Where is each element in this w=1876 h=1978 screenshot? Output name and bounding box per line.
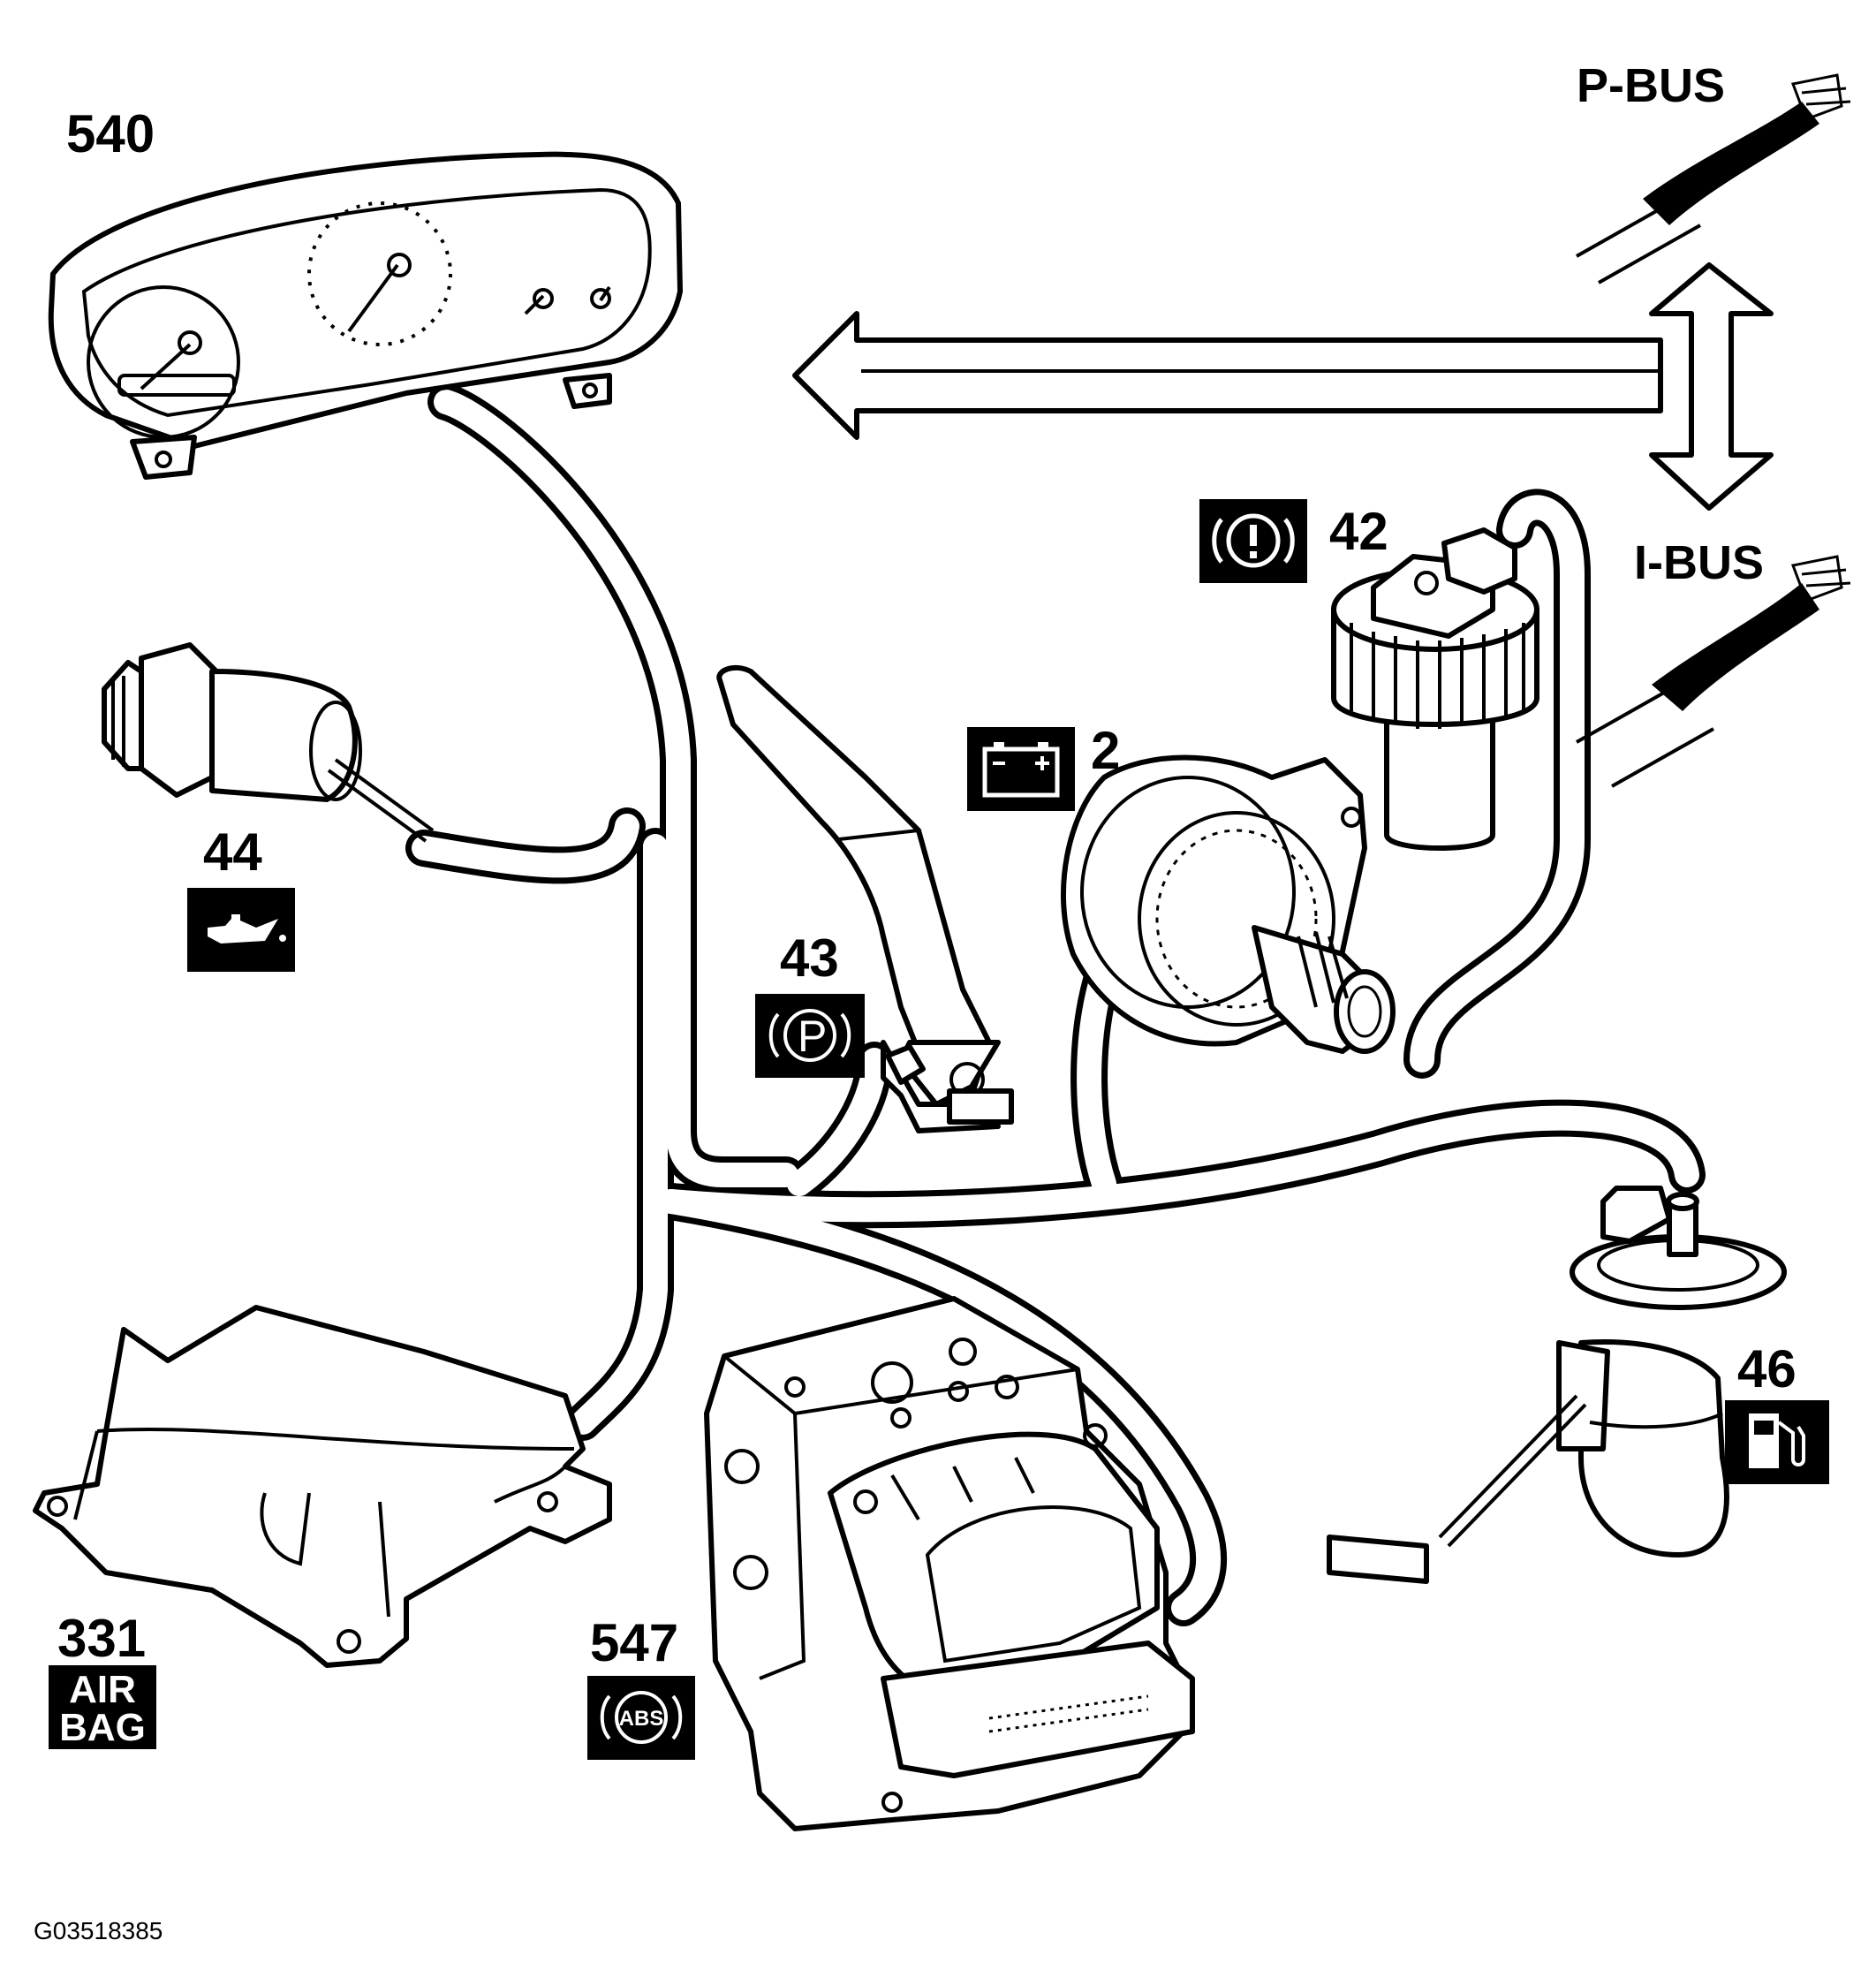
label-44: 44 bbox=[203, 822, 262, 882]
p-bus-label: P-BUS bbox=[1577, 59, 1725, 112]
label-42: 42 bbox=[1329, 502, 1388, 561]
oil-pressure-icon bbox=[187, 888, 295, 972]
p-bus-connector bbox=[1576, 73, 1851, 284]
label-331: 331 bbox=[57, 1609, 146, 1668]
parking-brake-icon: P bbox=[755, 994, 865, 1078]
airbag-text-line1: AIR bbox=[69, 1668, 136, 1711]
label-540: 540 bbox=[66, 104, 155, 163]
parking-brake-letter: P bbox=[798, 1012, 827, 1061]
abs-text: ABS bbox=[619, 1707, 664, 1731]
label-46: 46 bbox=[1737, 1339, 1797, 1398]
alternator bbox=[1061, 754, 1396, 1054]
label-547: 547 bbox=[590, 1613, 678, 1672]
battery-icon bbox=[967, 727, 1075, 811]
wiring-harness bbox=[405, 383, 1706, 1626]
i-bus-label: I-BUS bbox=[1634, 536, 1764, 589]
oil-pressure-sensor bbox=[102, 642, 435, 843]
airbag-text-line2: BAG bbox=[59, 1706, 146, 1749]
brake-fluid-warning-icon bbox=[1199, 499, 1307, 583]
i-bus-connector bbox=[1576, 555, 1851, 788]
abs-control-module bbox=[704, 1296, 1195, 1831]
label-43: 43 bbox=[780, 928, 839, 988]
brake-fluid-reservoir bbox=[1331, 527, 1539, 851]
figure-id: G03518385 bbox=[34, 1917, 163, 1944]
fuel-pump-icon bbox=[1725, 1400, 1829, 1484]
instrument-cluster bbox=[48, 151, 683, 480]
airbag-icon: AIR BAG bbox=[49, 1665, 156, 1749]
bus-arrows bbox=[792, 262, 1774, 511]
parking-brake-lever bbox=[716, 664, 1014, 1133]
airbag-control-module bbox=[33, 1305, 612, 1668]
fuel-pump bbox=[1327, 1186, 1787, 1584]
label-2: 2 bbox=[1091, 721, 1120, 780]
abs-icon: ABS bbox=[587, 1676, 695, 1760]
